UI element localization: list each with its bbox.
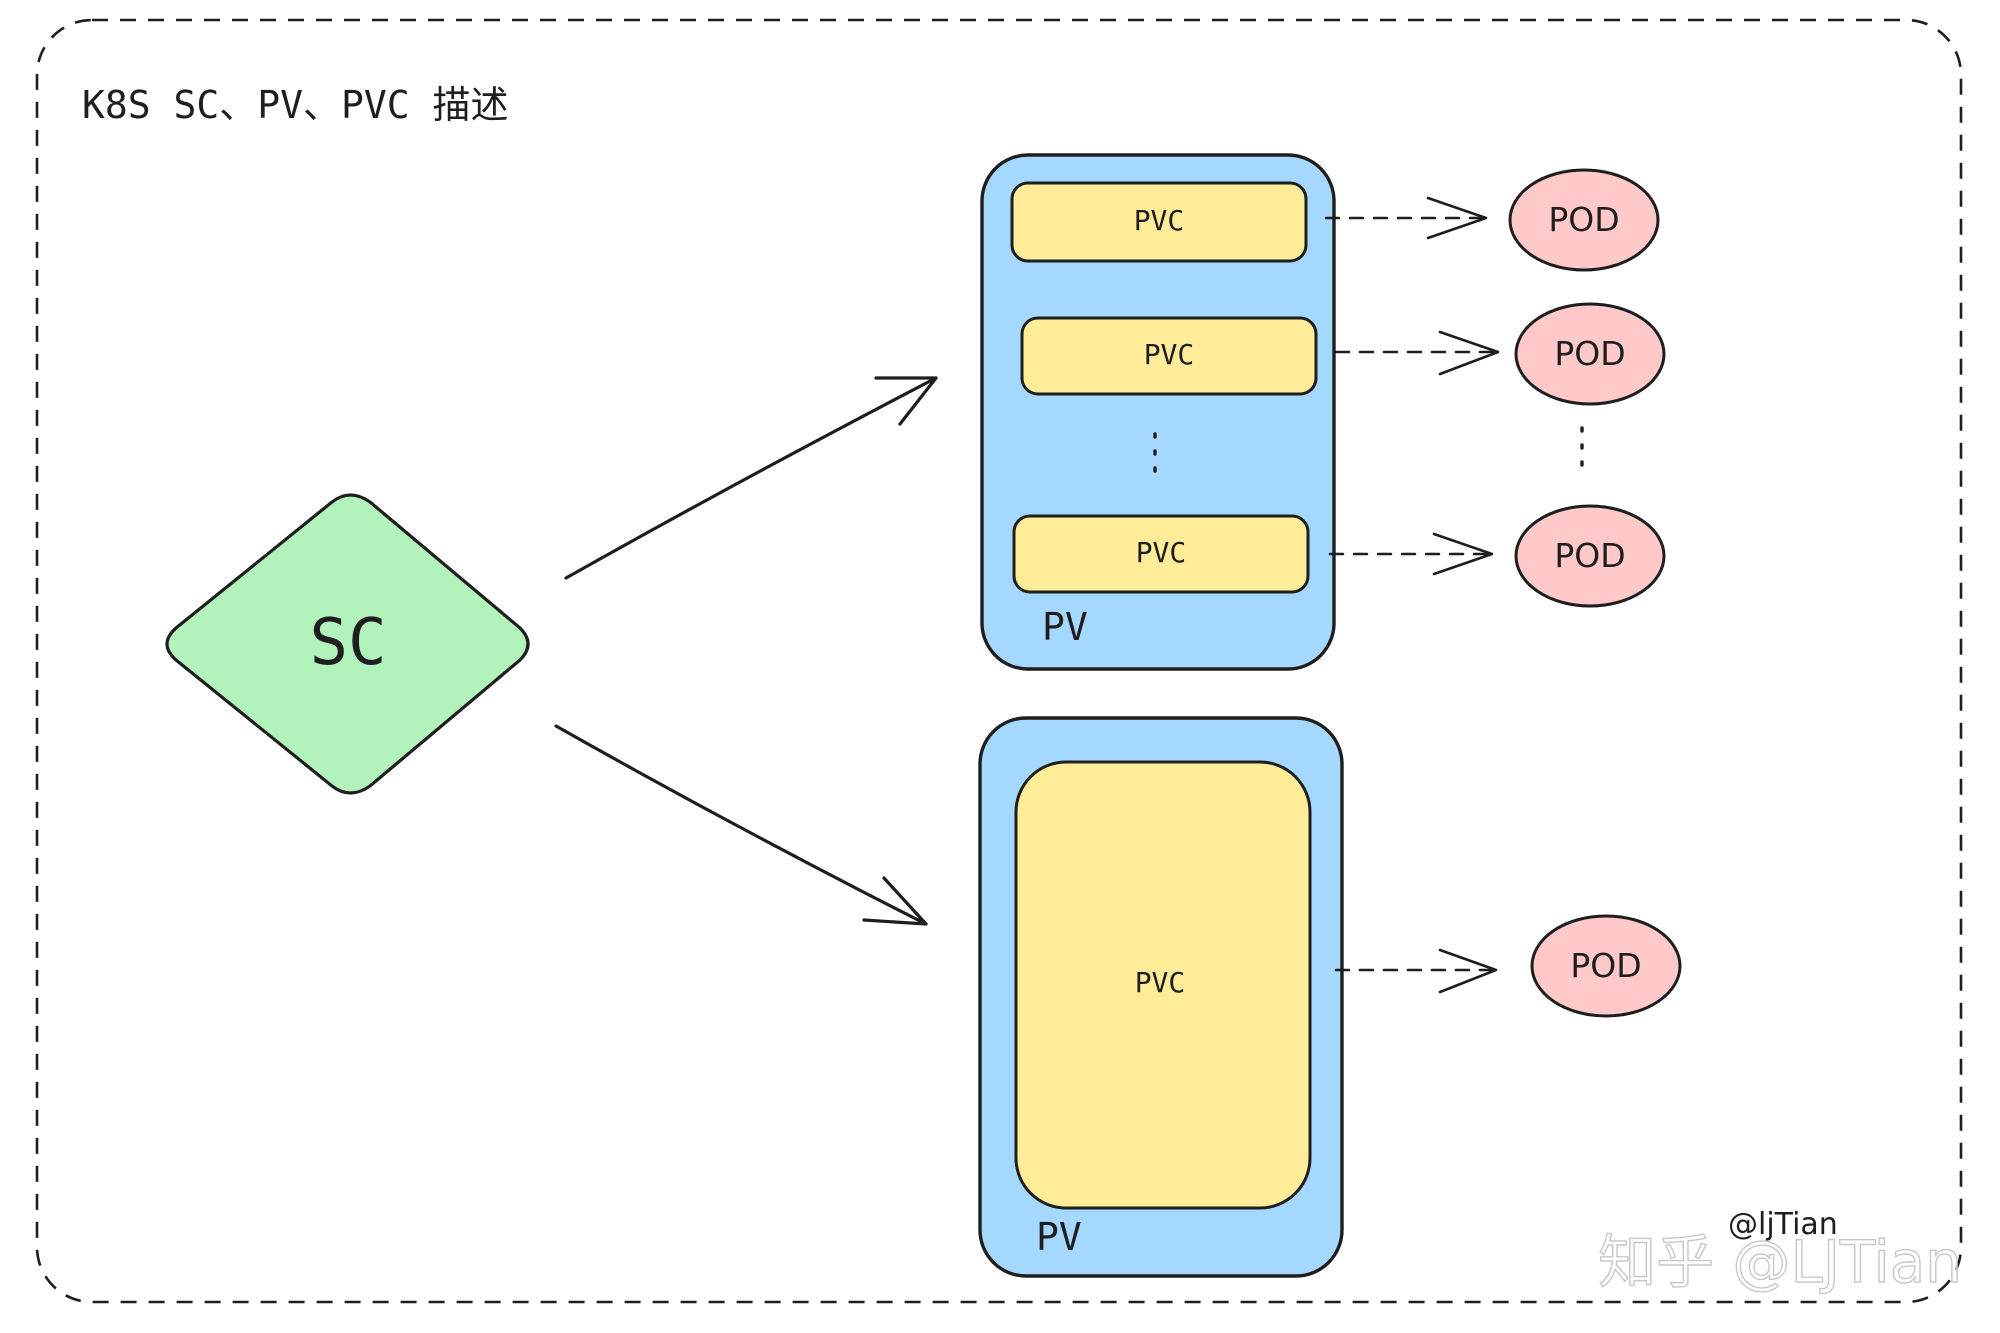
pvc-to-pod-arrow [1334, 330, 1500, 376]
pod-label: POD [1554, 536, 1625, 575]
pvc-box [1012, 514, 1310, 594]
pod-node: POD [1514, 504, 1666, 608]
pv-bottom: PV PVC [978, 716, 1344, 1278]
storage-class-node: SC [165, 493, 530, 795]
pvc-box-large [1014, 760, 1312, 1210]
pod-node: POD [1514, 302, 1666, 406]
sc-diamond [165, 493, 530, 795]
diagram-title: K8S SC、PV、PVC 描述 [82, 83, 509, 127]
pod-ellipse [1514, 302, 1666, 406]
pod-ellipse [1514, 504, 1666, 608]
pvc-label: PVC [1135, 966, 1186, 999]
pvc-box [1010, 181, 1308, 263]
sc-to-pv-top-arrow [564, 376, 938, 580]
pvc-to-pod-arrow [1328, 532, 1494, 576]
pod-node: POD [1508, 168, 1660, 272]
pvc-label: PVC [1136, 536, 1187, 569]
pod-label: POD [1548, 200, 1619, 239]
author-handle: @ljTian [1728, 1207, 1838, 1242]
sc-to-pv-bottom-arrow [554, 724, 928, 926]
pv-bottom-label: PV [1036, 1215, 1082, 1259]
pv-top: PV PVC PVC PVC [980, 153, 1336, 671]
outer-frame [35, 18, 1963, 1304]
pvc-label: PVC [1134, 204, 1185, 237]
sc-label: SC [309, 606, 386, 680]
pod-label: POD [1554, 334, 1625, 373]
pvc-label: PVC [1144, 338, 1195, 371]
zhihu-watermark: 知乎 @LJTian [1598, 1228, 1962, 1296]
pvc-to-pod-arrow [1334, 948, 1498, 994]
pvc-box [1020, 316, 1318, 396]
pvc-to-pod-arrow [1324, 196, 1488, 240]
pod-ellipse [1530, 914, 1682, 1018]
pv-top-label: PV [1042, 605, 1088, 649]
pod-label: POD [1570, 946, 1641, 985]
pod-node: POD [1530, 914, 1682, 1018]
pod-ellipse [1508, 168, 1660, 272]
